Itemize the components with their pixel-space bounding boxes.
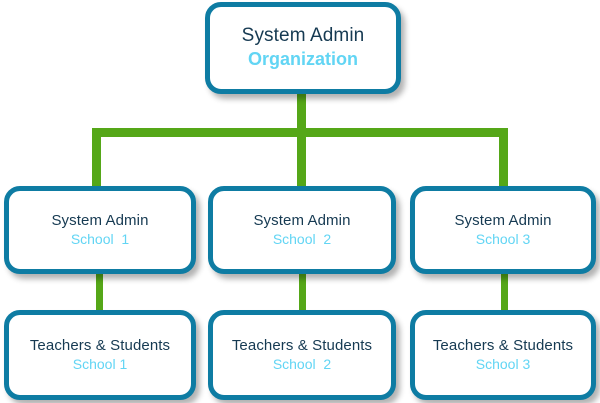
connector-admin-to-teachers-1 [96,270,103,314]
node-title: System Admin [241,25,365,47]
node-title: System Admin [253,211,351,229]
connector-drop-school-2 [297,128,306,190]
node-title: Teachers & Students [432,336,574,354]
node-system-admin-school-2[interactable]: System Admin School 2 [208,186,396,274]
node-teachers-students-school-3[interactable]: Teachers & Students School 3 [410,310,596,400]
connector-admin-to-teachers-2 [299,270,306,314]
connector-root-stem [297,90,306,134]
node-title: Teachers & Students [29,336,171,354]
node-subtitle: School 1 [70,231,130,248]
node-subtitle: School 3 [475,356,531,373]
node-teachers-students-school-1[interactable]: Teachers & Students School 1 [4,310,196,400]
node-subtitle: School 1 [72,356,128,373]
node-title: Teachers & Students [231,336,373,354]
node-subtitle: School 2 [272,356,332,373]
node-system-admin-organization[interactable]: System Admin Organization [205,2,401,94]
node-teachers-students-school-2[interactable]: Teachers & Students School 2 [208,310,396,400]
node-system-admin-school-3[interactable]: System Admin School 3 [410,186,596,274]
node-title: System Admin [51,211,149,229]
node-subtitle: School 2 [272,231,332,248]
connector-drop-school-3 [499,128,508,190]
node-subtitle: Organization [247,49,358,70]
node-subtitle: School 3 [475,231,531,248]
connector-admin-to-teachers-3 [501,270,508,314]
node-title: System Admin [454,211,552,229]
connector-drop-school-1 [92,128,101,190]
node-system-admin-school-1[interactable]: System Admin School 1 [4,186,196,274]
